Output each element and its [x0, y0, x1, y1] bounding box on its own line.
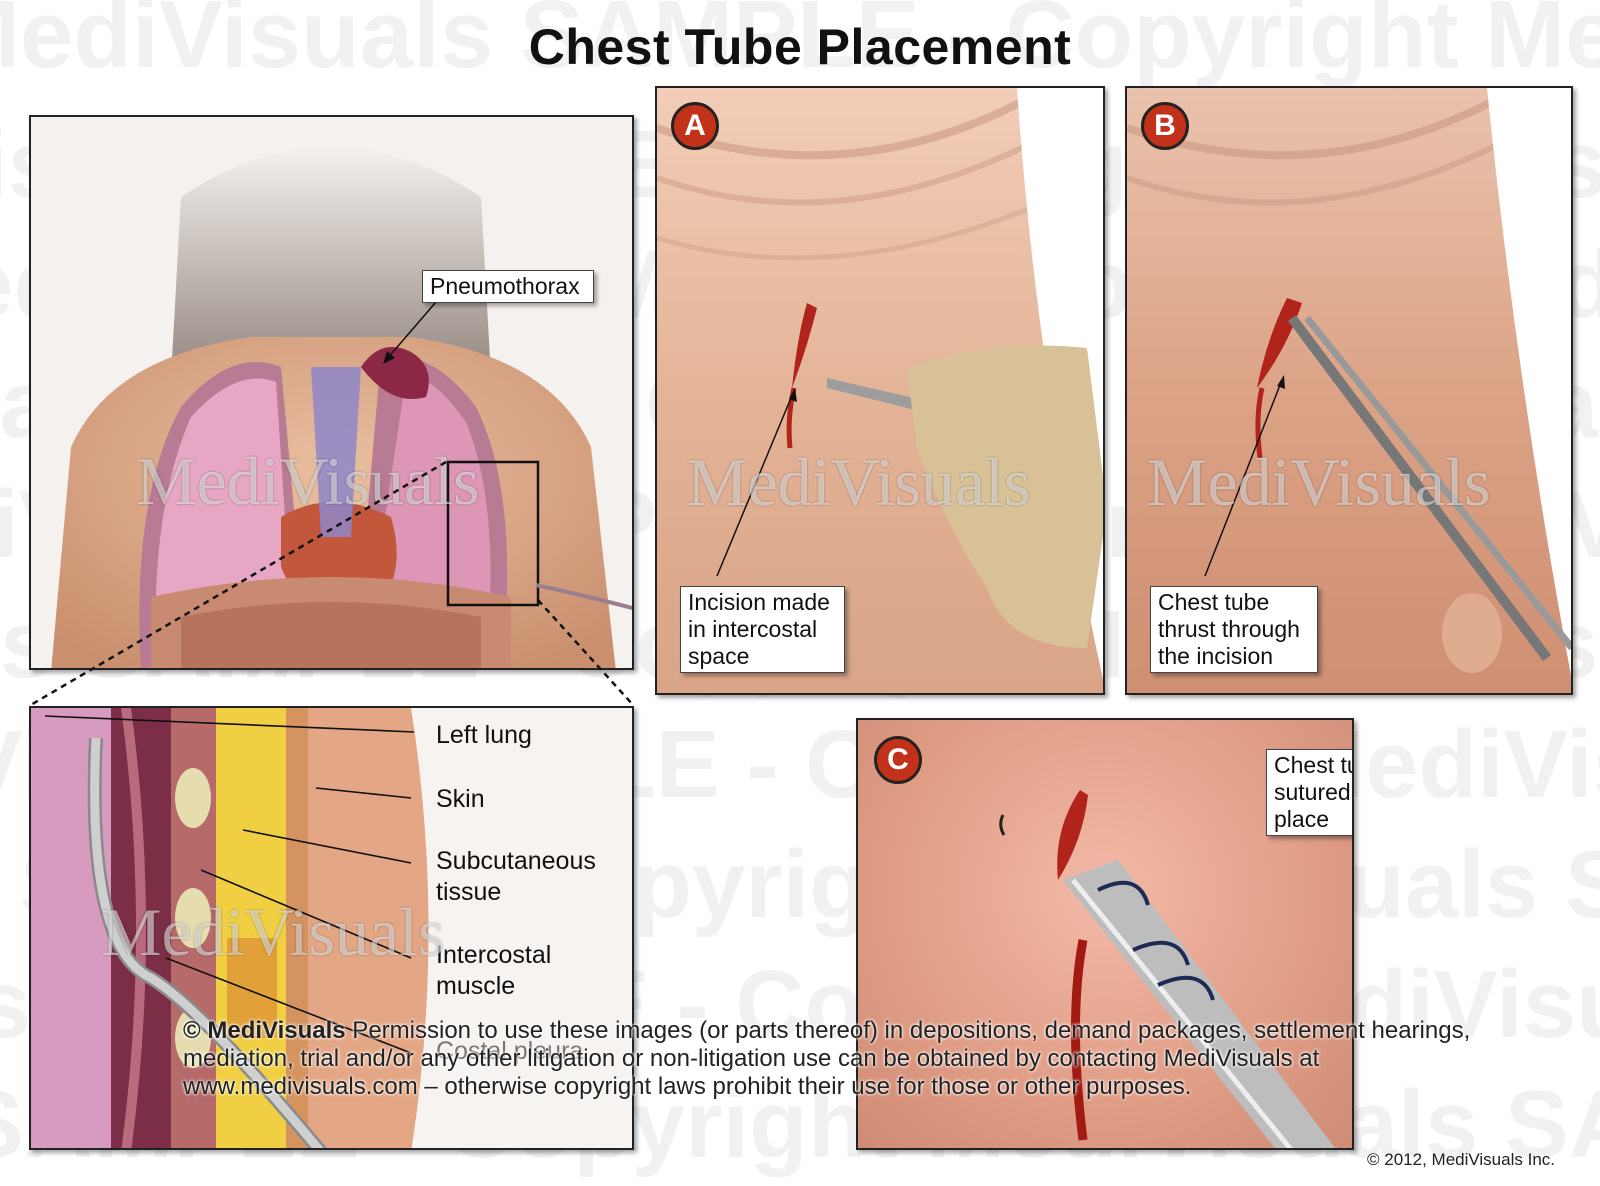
label-intercostal-muscle: Intercostal muscle — [436, 941, 552, 1000]
torso-illustration — [51, 147, 632, 668]
permission-notice: © MediVisuals Permission to use these im… — [183, 1017, 1473, 1101]
cross-section-illustration — [31, 708, 429, 1148]
badge-a: A — [671, 102, 719, 150]
panel-b: B Chest tube thrust through the incision… — [1125, 86, 1573, 695]
copyright-notice: © 2012, MediVisuals Inc. — [1367, 1150, 1555, 1169]
label-subcutaneous-tissue: Subcutaneous tissue — [436, 847, 596, 906]
panel-a: A Incision made in intercostal space Med… — [655, 86, 1105, 695]
sutured-tube-illustration — [999, 790, 1335, 1148]
badge-c: C — [874, 736, 922, 784]
permission-text: Permission to use these images (or parts… — [183, 1017, 1471, 1100]
incision-illustration — [657, 88, 1103, 680]
pneumothorax-callout: Pneumothorax — [422, 270, 594, 303]
overview-panel: Pneumothorax MediVisuals — [29, 115, 634, 670]
tube-insertion-illustration — [1127, 88, 1571, 676]
label-left-lung: Left lung — [436, 721, 532, 749]
badge-b: B — [1141, 102, 1189, 150]
label-skin: Skin — [436, 785, 485, 813]
detail-panel: Left lung Skin Subcutaneous tissue Inter… — [29, 706, 634, 1150]
callout-c: Chest tube sutured into place — [1266, 749, 1352, 836]
page-title: Chest Tube Placement — [528, 19, 1072, 75]
panel-c: C Chest tube sutured into place — [856, 718, 1354, 1150]
permission-brand: © MediVisuals — [183, 1017, 346, 1044]
callout-a: Incision made in intercostal space — [680, 586, 845, 673]
callout-b: Chest tube thrust through the incision — [1150, 586, 1318, 673]
label-costal-pleura: Costal pleura — [436, 1037, 584, 1065]
